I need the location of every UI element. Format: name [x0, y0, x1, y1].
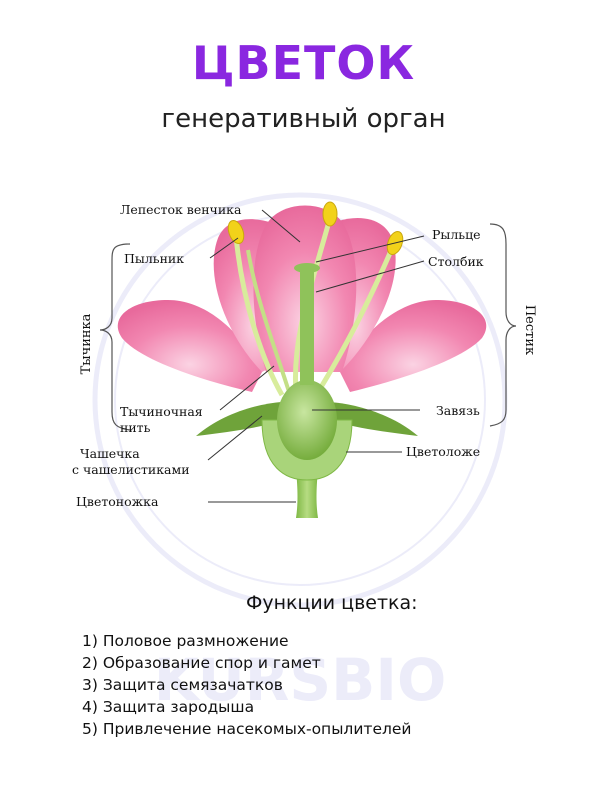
label-receptacle: Цветоложе [406, 444, 480, 459]
filament [315, 245, 396, 394]
list-item: 5) Привлечение насекомых-опылителей [82, 720, 412, 738]
petal-right [340, 300, 487, 392]
filament [233, 235, 285, 397]
anther [227, 219, 245, 245]
label-pedicel: Цветоножка [76, 494, 159, 509]
stigma [294, 263, 320, 273]
page-title: ЦВЕТОК [191, 36, 416, 90]
sepal-left [196, 402, 284, 436]
stamens [227, 201, 404, 397]
label-stigma: Рыльце [432, 227, 481, 242]
functions-list: 1) Половое размножение 2) Образование сп… [82, 630, 412, 740]
pistil-brace [489, 223, 517, 427]
list-item: 1) Половое размножение [82, 632, 289, 650]
label-petal: Лепесток венчика [120, 202, 242, 217]
label-sepals-line1: Чашечка [80, 446, 140, 461]
watermark-logo: KURSBIO [92, 192, 508, 714]
label-stamen: Тычинка [79, 313, 94, 374]
label-anther: Пыльник [124, 251, 184, 266]
filament [246, 249, 292, 396]
pistil [277, 263, 337, 460]
label-pistil: Пестик [522, 305, 537, 355]
ovary [277, 380, 337, 460]
list-item: 2) Образование спор и гамет [82, 654, 321, 672]
page-subtitle: генеративный орган [161, 104, 446, 134]
label-style: Столбик [428, 254, 484, 269]
pedicel [296, 470, 318, 518]
anther [322, 201, 338, 227]
label-sepals-line2: с чашелистиками [72, 462, 190, 477]
functions-heading: Функции цветка: [246, 592, 418, 614]
petal-left [117, 300, 262, 392]
style [300, 270, 314, 385]
label-filament-line1: Тычиночная [120, 404, 203, 419]
watermark-text: KURSBIO [154, 646, 447, 714]
leader-lines [207, 209, 425, 503]
label-filament-line2: нить [120, 420, 151, 435]
list-item: 3) Защита семязачатков [82, 676, 283, 694]
stamen-brace [99, 243, 131, 431]
list-item: 4) Защита зародыша [82, 698, 255, 716]
label-ovary: Завязь [436, 403, 480, 418]
